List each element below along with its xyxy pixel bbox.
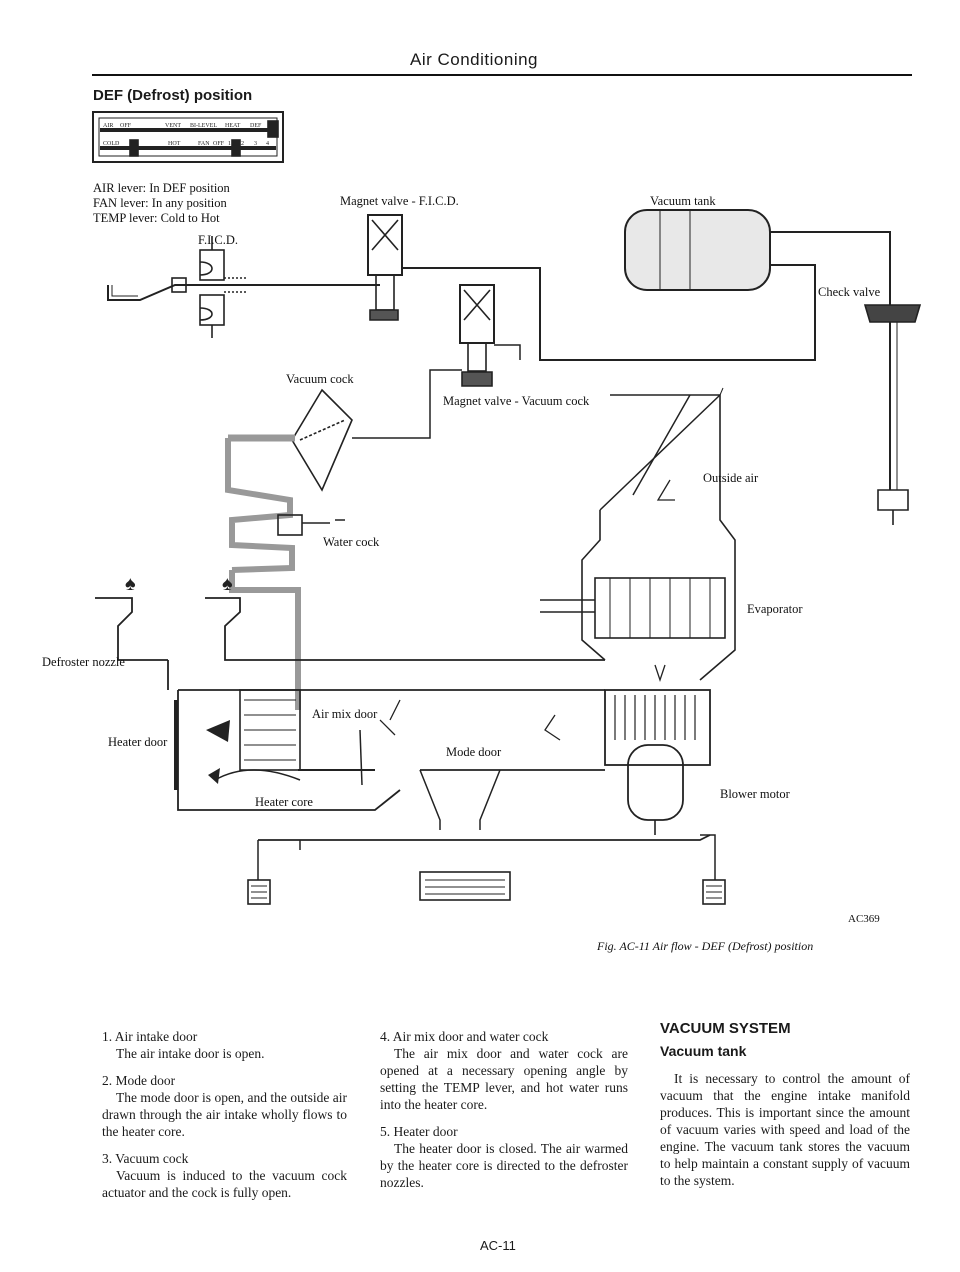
label-water-cock: Water cock (323, 535, 380, 549)
item-air-mix-door: 4. Air mix door and water cock The air m… (380, 1028, 628, 1113)
text-column-1: 1. Air intake door The air intake door i… (102, 1028, 347, 1211)
item-heater-door: 5. Heater door The heater door is closed… (380, 1123, 628, 1191)
item-vacuum-cock: 3. Vacuum cock Vacuum is induced to the … (102, 1150, 347, 1201)
label-blower-motor: Blower motor (720, 787, 791, 801)
panel-mark-bilevel: BI-LEVEL (190, 123, 217, 129)
label-heater-core: Heater core (255, 795, 313, 809)
label-vacuum-tank: Vacuum tank (650, 194, 716, 208)
item-mode-door: 2. Mode door The mode door is open, and … (102, 1072, 347, 1140)
vacuum-tank-text: It is necessary to control the amount of… (660, 1071, 910, 1188)
section-title: DEF (Defrost) position (93, 87, 253, 104)
right-vent (702, 879, 726, 905)
text-column-2: 4. Air mix door and water cock The air m… (380, 1028, 628, 1201)
svg-text:♠: ♠ (125, 573, 136, 595)
label-check-valve: Check valve (818, 285, 881, 299)
label-outside-air: Outside air (703, 471, 759, 485)
label-ficd: F.I.C.D. (198, 233, 238, 247)
vacuum-tank-subheading: Vacuum tank (660, 1043, 747, 1059)
page-header-title: Air Conditioning (410, 50, 539, 69)
label-defroster-nozzle: Defroster nozzle (42, 655, 125, 669)
page-number: AC-11 (480, 1238, 516, 1253)
item-title: 3. Vacuum cock (102, 1151, 189, 1166)
panel-mark-1: 1 (228, 141, 231, 147)
panel-mark-3: 3 (254, 141, 257, 147)
panel-mark-heat: HEAT (225, 123, 241, 129)
item-air-intake-door: 1. Air intake door The air intake door i… (102, 1028, 347, 1062)
label-heater-door: Heater door (108, 735, 168, 749)
panel-mark-4: 4 (266, 141, 269, 147)
center-vent (419, 871, 511, 901)
panel-mark-vent: VENT (165, 123, 181, 129)
fan-lever-knob (231, 139, 241, 157)
panel-mark-2: 2 (241, 141, 244, 147)
item-text: The heater door is closed. The air warme… (380, 1141, 628, 1190)
panel-lever-temp: TEMP lever: Cold to Hot (93, 211, 220, 225)
panel-mark-fan: FAN (198, 141, 210, 147)
panel-lever-fan: FAN lever: In any position (93, 196, 228, 210)
panel-mark-fan-off: OFF (213, 141, 225, 147)
label-air-mix-door: Air mix door (312, 707, 378, 721)
control-panel (92, 111, 284, 163)
header-rule (92, 74, 912, 76)
air-lever-knob (267, 120, 279, 138)
item-text: The mode door is open, and the outside a… (102, 1090, 347, 1139)
label-magnet-vacuum-cock: Magnet valve - Vacuum cock (443, 394, 590, 408)
item-title: 4. Air mix door and water cock (380, 1029, 549, 1044)
label-vacuum-cock: Vacuum cock (286, 372, 354, 386)
figure-caption: Fig. AC-11 Air flow - DEF (Defrost) posi… (596, 939, 813, 953)
svg-text:♠: ♠ (222, 573, 233, 595)
vacuum-system-heading: VACUUM SYSTEM (660, 1020, 791, 1037)
label-magnet-ficd: Magnet valve - F.I.C.D. (340, 194, 459, 208)
left-vent (247, 879, 271, 905)
temp-lever-knob (129, 139, 139, 157)
panel-mark-hot: HOT (168, 141, 181, 147)
label-evaporator: Evaporator (747, 602, 803, 616)
figure-code: AC369 (848, 913, 880, 925)
item-text: Vacuum is induced to the vacuum cock act… (102, 1168, 347, 1200)
label-mode-door: Mode door (446, 745, 502, 759)
panel-lever-air: AIR lever: In DEF position (93, 181, 231, 195)
item-title: 1. Air intake door (102, 1029, 198, 1044)
item-title: 5. Heater door (380, 1124, 458, 1139)
panel-mark-air: AIR (103, 123, 113, 129)
panel-mark-cold: COLD (103, 141, 120, 147)
panel-mark-def: DEF (250, 123, 262, 129)
text-column-3: VACUUM SYSTEM Vacuum tank It is necessar… (660, 1020, 910, 1189)
item-text: The air mix door and water cock are open… (380, 1046, 628, 1112)
item-text: The air intake door is open. (116, 1046, 265, 1061)
item-title: 2. Mode door (102, 1073, 176, 1088)
panel-mark-off: OFF (120, 123, 132, 129)
airflow-diagram: AIR OFF VENT BI-LEVEL HEAT DEF COLD HOT … (42, 111, 922, 953)
